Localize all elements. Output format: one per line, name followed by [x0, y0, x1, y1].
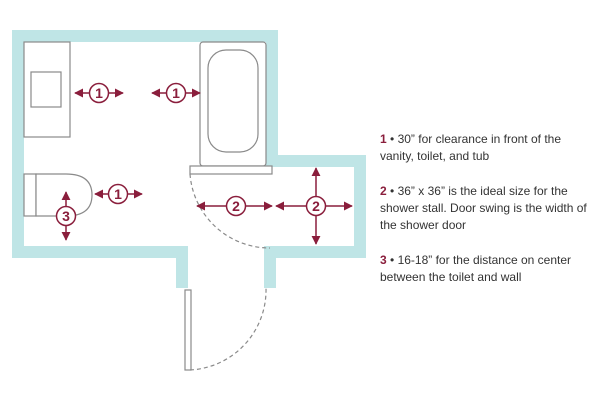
legend-text: 16-18” for the distance on center betwee…: [380, 253, 572, 284]
legend-text: 36” x 36” is the ideal size for the show…: [380, 184, 587, 232]
wall-shower-top: [266, 155, 366, 167]
wall-left: [12, 30, 24, 258]
wall-shower-bottom: [264, 246, 366, 258]
door-swing: [189, 287, 267, 371]
marker-label: 2: [312, 198, 320, 214]
tub-inner: [207, 49, 259, 153]
dimension-markers: 1 1 1 3 2 2: [55, 82, 327, 227]
vanity: [23, 41, 71, 138]
shower-threshold: [189, 165, 273, 175]
toilet-tank: [23, 173, 37, 217]
legend-separator: •: [390, 132, 395, 146]
wall-right-upper: [266, 30, 278, 158]
legend-number: 3: [380, 253, 387, 267]
legend-item-3: 3 • 16-18” for the distance on center be…: [380, 252, 595, 286]
wall-left-stub: [176, 246, 188, 288]
legend-item-2: 2 • 36” x 36” is the ideal size for the …: [380, 183, 595, 234]
legend-number: 2: [380, 184, 387, 198]
marker-label: 2: [232, 198, 240, 214]
shower-door-swing: [189, 173, 271, 249]
marker-toilet: 1: [107, 183, 129, 205]
legend-item-1: 1 • 30” for clearance in front of the va…: [380, 131, 595, 165]
vanity-sink: [30, 71, 62, 108]
wall-bottom-left: [12, 246, 188, 258]
marker-label: 1: [114, 186, 122, 202]
marker-tub: 1: [165, 82, 187, 104]
bathtub: [199, 41, 267, 167]
wall-top: [12, 30, 278, 42]
entry-door: [184, 287, 267, 371]
marker-door-swing: 2: [225, 195, 247, 217]
marker-label: 1: [95, 85, 103, 101]
wall-shower-right: [354, 155, 366, 258]
marker-shower: 2: [305, 195, 327, 217]
marker-vanity: 1: [88, 82, 110, 104]
walls: [12, 30, 366, 288]
legend-separator: •: [390, 184, 395, 198]
shower-stall: [189, 165, 273, 249]
door-leaf: [184, 289, 192, 371]
legend-number: 1: [380, 132, 387, 146]
marker-label: 1: [172, 85, 180, 101]
legend-separator: •: [390, 253, 395, 267]
marker-toilet-wall: 3: [55, 205, 77, 227]
legend: 1 • 30” for clearance in front of the va…: [380, 131, 595, 304]
marker-label: 3: [62, 208, 70, 224]
wall-right-stub: [264, 246, 276, 288]
legend-text: 30” for clearance in front of the vanity…: [380, 132, 562, 163]
